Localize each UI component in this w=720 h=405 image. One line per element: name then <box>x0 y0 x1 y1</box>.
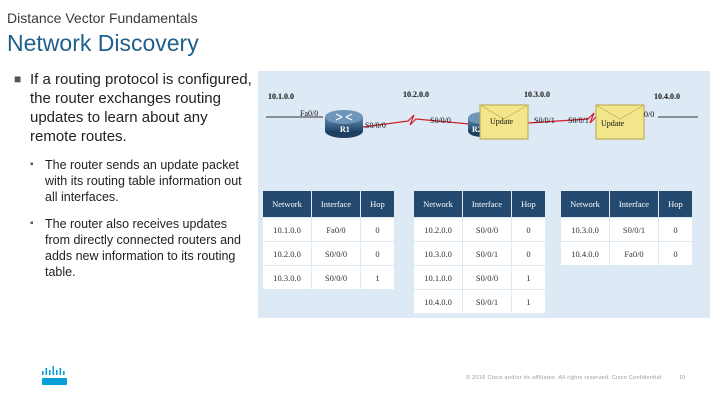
table-row: 10.3.0.0 S0/0/1 0 <box>560 217 693 242</box>
interface-label: S0/0/0 <box>365 121 386 130</box>
table-cell: S0/0/1 <box>462 289 512 314</box>
table-row: 10.4.0.0 S0/0/1 1 <box>413 289 546 314</box>
column-header: Hop <box>511 190 546 218</box>
serial-link-r1-r2 <box>362 114 481 128</box>
slide-topic: Distance Vector Fundamentals <box>7 10 198 26</box>
column-header: Hop <box>658 190 693 218</box>
bullet-list: ■ If a routing protocol is configured, t… <box>14 70 254 280</box>
table-row: 10.1.0.0 Fa0/0 0 <box>262 217 395 242</box>
routing-table-r2: Network Interface Hop 10.2.0.0 S0/0/0 0 … <box>413 190 546 314</box>
table-cell: 0 <box>658 217 693 242</box>
update-label-2: Update <box>601 119 625 128</box>
routing-table-r1: Network Interface Hop 10.1.0.0 Fa0/0 0 1… <box>262 190 395 290</box>
router-r2-label: R2 <box>472 125 482 134</box>
bullet-marker: ■ <box>14 72 22 86</box>
column-header: Interface <box>462 190 512 218</box>
table-cell: Fa0/0 <box>609 241 659 266</box>
table-row: 10.2.0.0 S0/0/0 0 <box>413 217 546 242</box>
table-cell: Fa0/0 <box>311 217 361 242</box>
footer-copyright: © 2016 Cisco and/or its affiliates. All … <box>466 375 662 381</box>
table-cell: S0/0/1 <box>609 217 659 242</box>
slide-title: Network Discovery <box>7 30 199 56</box>
sub-bullet: ▪ The router also receives updates from … <box>14 216 254 280</box>
network-diagram: R1 R2 Update Update 10.1.0.0 10.2.0.0 10… <box>258 71 710 318</box>
column-header: Network <box>560 190 610 218</box>
table-cell: 10.3.0.0 <box>413 241 463 266</box>
table-cell: S0/0/0 <box>311 241 361 266</box>
table-cell: 1 <box>511 265 546 290</box>
table-cell: 10.2.0.0 <box>413 217 463 242</box>
sub-bullet: ▪ The router sends an update packet with… <box>14 157 254 205</box>
column-header: Network <box>262 190 312 218</box>
column-header: Network <box>413 190 463 218</box>
table-cell: 0 <box>658 241 693 266</box>
update-label-1: Update <box>490 117 514 126</box>
table-cell: 10.2.0.0 <box>262 241 312 266</box>
sub-bullet-text: The router sends an update packet with i… <box>45 158 242 204</box>
table-row: 10.1.0.0 S0/0/0 1 <box>413 265 546 290</box>
update-packet-icon <box>479 104 529 140</box>
network-label: 10.2.0.0 <box>403 90 429 99</box>
column-header: Interface <box>311 190 361 218</box>
interface-label: Fa0/0 <box>300 109 318 118</box>
table-cell: S0/0/0 <box>311 265 361 290</box>
topology-drawing: R1 R2 Update Update 10.1.0.0 10.2.0.0 10… <box>266 90 698 140</box>
table-cell: 1 <box>360 265 395 290</box>
main-bullet: ■ If a routing protocol is configured, t… <box>14 70 254 146</box>
router-r1-label: R1 <box>340 125 350 134</box>
table-cell: 0 <box>511 217 546 242</box>
routing-table-r3: Network Interface Hop 10.3.0.0 S0/0/1 0 … <box>560 190 693 266</box>
table-cell: S0/0/1 <box>462 241 512 266</box>
table-cell: 0 <box>511 241 546 266</box>
interface-label: S0/0/1 <box>568 116 589 125</box>
table-cell: 10.3.0.0 <box>560 217 610 242</box>
table-cell: 10.3.0.0 <box>262 265 312 290</box>
network-label: 10.4.0.0 <box>654 92 680 101</box>
table-row: 10.2.0.0 S0/0/0 0 <box>262 241 395 266</box>
interface-label: 0/0 <box>644 110 654 119</box>
interface-label: S0/0/1 <box>534 116 555 125</box>
table-row: 10.4.0.0 Fa0/0 0 <box>560 241 693 266</box>
table-cell: 0 <box>360 241 395 266</box>
table-cell: S0/0/0 <box>462 265 512 290</box>
network-label: 10.1.0.0 <box>268 92 294 101</box>
table-cell: 1 <box>511 289 546 314</box>
network-label: 10.3.0.0 <box>524 90 550 99</box>
table-row: 10.3.0.0 S0/0/0 1 <box>262 265 395 290</box>
table-cell: 0 <box>360 217 395 242</box>
sub-bullet-marker: ▪ <box>30 218 34 229</box>
table-cell: 10.4.0.0 <box>560 241 610 266</box>
table-cell: S0/0/0 <box>462 217 512 242</box>
table-cell: 10.4.0.0 <box>413 289 463 314</box>
main-bullet-text: If a routing protocol is configured, the… <box>30 71 252 145</box>
table-cell: 10.1.0.0 <box>262 217 312 242</box>
sub-bullet-marker: ▪ <box>30 159 34 170</box>
interface-label: S0/0/0 <box>430 116 451 125</box>
table-cell: 10.1.0.0 <box>413 265 463 290</box>
router-r1-icon <box>325 110 363 138</box>
column-header: Hop <box>360 190 395 218</box>
cisco-logo <box>42 366 67 385</box>
page-number: 10 <box>679 375 686 381</box>
sub-bullet-text: The router also receives updates from di… <box>45 217 241 279</box>
update-packet-icon <box>595 104 645 140</box>
column-header: Interface <box>609 190 659 218</box>
table-row: 10.3.0.0 S0/0/1 0 <box>413 241 546 266</box>
